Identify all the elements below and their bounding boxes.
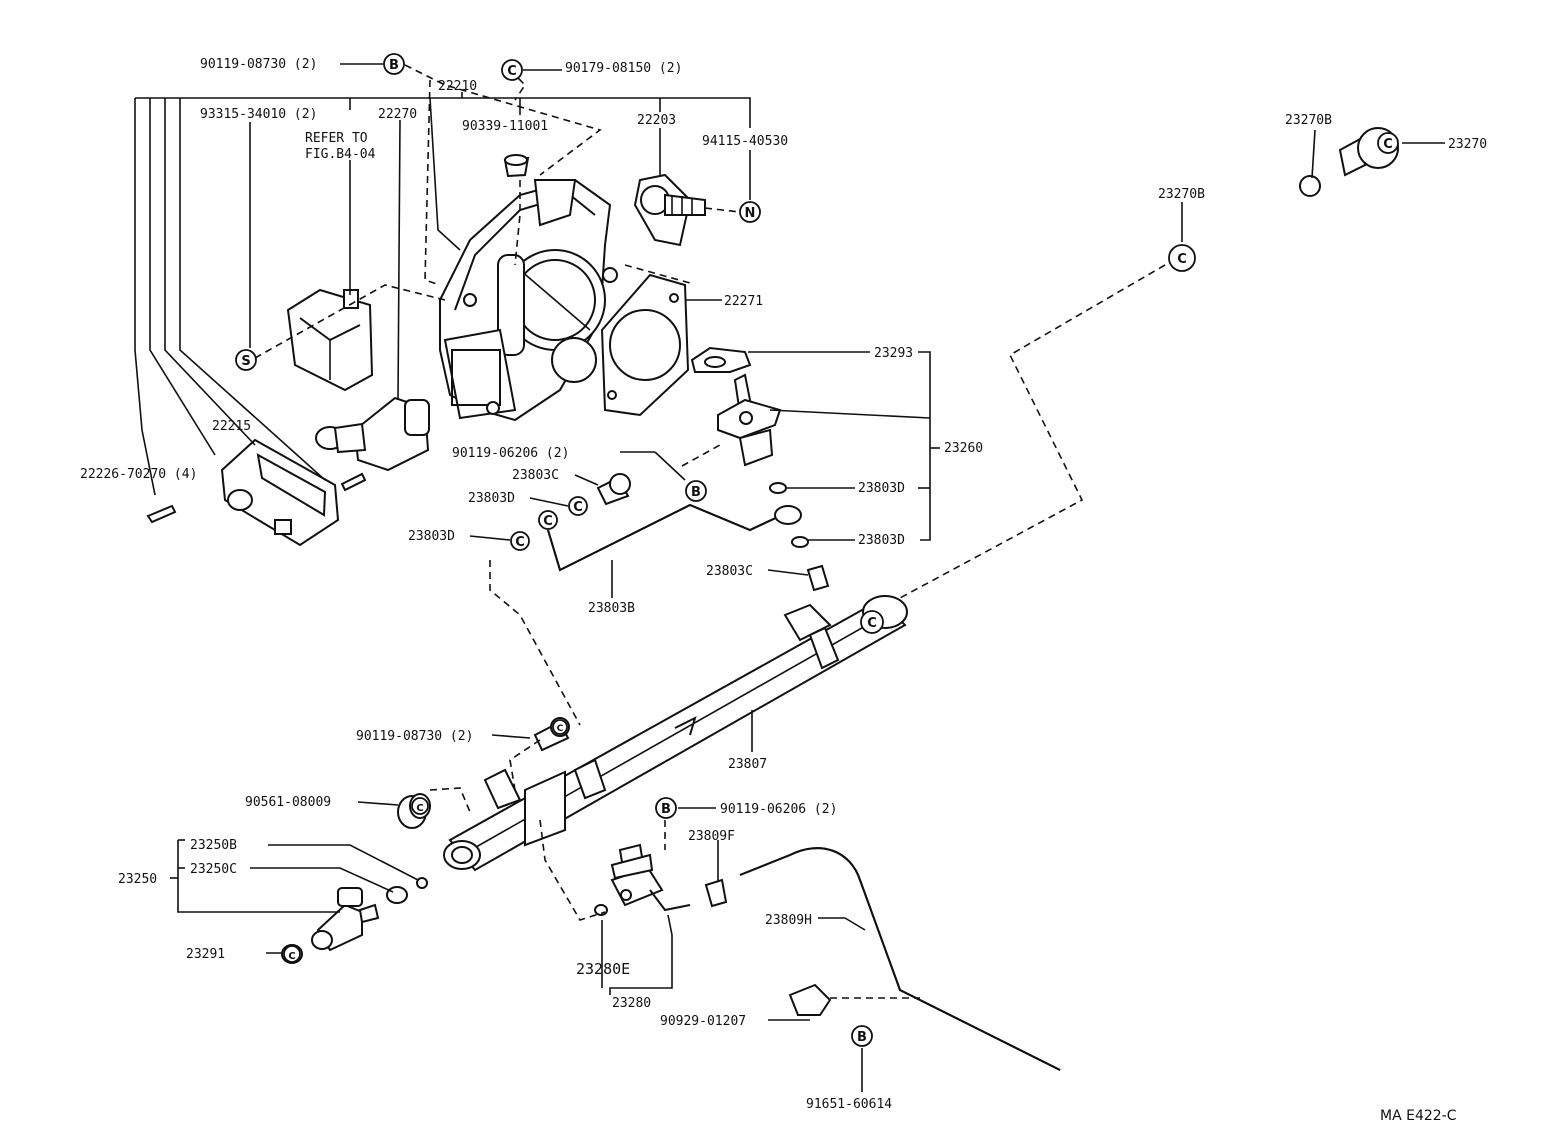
label-23270: 23270 <box>1448 137 1487 152</box>
marker-c: C <box>538 510 558 530</box>
label-23803C-upper: 23803C <box>512 468 559 483</box>
marker-c: C <box>860 610 884 634</box>
marker-c: C <box>552 719 568 735</box>
label-90929-01207: 90929-01207 <box>660 1014 746 1029</box>
delivery-pipe-23807-drawing <box>443 595 908 872</box>
svg-text:C: C <box>543 514 553 529</box>
svg-text:C: C <box>416 803 423 814</box>
refer-note-line-1: REFER TO <box>305 131 368 146</box>
label-23809F: 23809F <box>688 829 735 844</box>
part-labels: 90119-08730 (2) 90179-08150 (2) 22210 93… <box>80 57 1487 1124</box>
label-90119-08730-lower: 90119-08730 (2) <box>356 729 473 744</box>
marker-n: N <box>739 201 761 223</box>
marker-b: B <box>383 53 405 75</box>
union-bolt-drawing <box>596 473 830 592</box>
marker-c: C <box>283 945 301 963</box>
svg-text:C: C <box>867 616 877 631</box>
fuel-hose-drawing <box>739 847 1061 1071</box>
label-90561-08009: 90561-08009 <box>245 795 331 810</box>
label-23803B: 23803B <box>588 601 635 616</box>
svg-text:N: N <box>745 206 756 221</box>
isc-valve-drawing <box>315 396 430 472</box>
label-23803D-d: 23803D <box>858 533 905 548</box>
label-23270B-right: 23270B <box>1285 113 1332 128</box>
marker-c: C <box>501 59 523 81</box>
label-22203: 22203 <box>637 113 676 128</box>
label-93315-34010: 93315-34010 (2) <box>200 107 317 122</box>
gasket-22271-drawing <box>600 273 690 417</box>
label-22215: 22215 <box>212 419 251 434</box>
dashed-links <box>254 64 1166 999</box>
pressure-regulator-drawing <box>594 843 728 916</box>
svg-text:C: C <box>1383 137 1393 152</box>
marker-b: B <box>685 480 707 502</box>
label-90339-11001: 90339-11001 <box>462 119 548 134</box>
marker-c: C <box>510 531 530 551</box>
svg-text:C: C <box>573 500 583 515</box>
label-22210: 22210 <box>438 79 477 94</box>
label-23280E: 23280E <box>576 960 630 978</box>
label-23250C: 23250C <box>190 862 237 877</box>
label-90119-08730-top: 90119-08730 (2) <box>200 57 317 72</box>
svg-text:C: C <box>515 535 525 550</box>
leader-lines <box>134 63 1445 1092</box>
label-23293: 23293 <box>874 346 913 361</box>
label-90119-06206-lower: 90119-06206 (2) <box>720 802 837 817</box>
label-23250: 23250 <box>118 872 157 887</box>
marker-c: C <box>568 496 588 516</box>
hose-clip-drawing <box>788 983 832 1016</box>
label-23803D-a: 23803D <box>468 491 515 506</box>
label-23803C-lower: 23803C <box>706 564 753 579</box>
marker-b: B <box>851 1025 873 1047</box>
label-22270: 22270 <box>378 107 417 122</box>
screws-drawing <box>146 472 367 524</box>
label-23291: 23291 <box>186 947 225 962</box>
svg-text:S: S <box>241 354 250 369</box>
label-23270B-mid: 23270B <box>1158 187 1205 202</box>
label-23803D-b: 23803D <box>858 481 905 496</box>
figure-code: MA E422-C <box>1380 1108 1457 1124</box>
marker-c: C <box>1168 244 1196 272</box>
fuel-pipe-23803B-drawing <box>547 503 802 572</box>
label-23809H: 23809H <box>765 913 812 928</box>
markers: B C N C S C B C C C C C C B C C B B <box>235 53 1399 1047</box>
vsv-block-drawing <box>286 288 374 392</box>
label-22271: 22271 <box>724 294 763 309</box>
svg-text:C: C <box>507 64 517 79</box>
svg-text:B: B <box>857 1030 867 1045</box>
svg-text:C: C <box>1177 252 1187 267</box>
pressure-valve-23260-drawing <box>690 346 782 467</box>
throttle-body-drawing <box>439 155 618 422</box>
marker-b: B <box>655 797 677 819</box>
svg-text:B: B <box>691 485 701 500</box>
svg-text:C: C <box>288 951 295 962</box>
refer-note-line-2: FIG.B4-04 <box>305 147 376 162</box>
sensor-22203-drawing <box>633 173 706 247</box>
svg-text:C: C <box>557 724 564 734</box>
gasket-22215-drawing <box>220 438 340 547</box>
label-91651-60614: 91651-60614 <box>806 1097 892 1112</box>
label-23280: 23280 <box>612 996 651 1011</box>
label-94115-40530: 94115-40530 <box>702 134 788 149</box>
svg-text:B: B <box>389 58 399 73</box>
label-23807: 23807 <box>728 757 767 772</box>
marker-s: S <box>235 349 257 371</box>
svg-text:B: B <box>661 802 671 817</box>
label-22226-70270: 22226-70270 (4) <box>80 467 197 482</box>
marker-c: C <box>1377 132 1399 154</box>
label-90119-06206-upper: 90119-06206 (2) <box>452 446 569 461</box>
injector-drawing <box>281 877 428 964</box>
plug-90339-11001-drawing <box>503 154 530 178</box>
marker-c: C <box>411 797 429 815</box>
label-23250B: 23250B <box>190 838 237 853</box>
label-90179-08150: 90179-08150 (2) <box>565 61 682 76</box>
label-23803D-c: 23803D <box>408 529 455 544</box>
label-23260: 23260 <box>944 441 983 456</box>
